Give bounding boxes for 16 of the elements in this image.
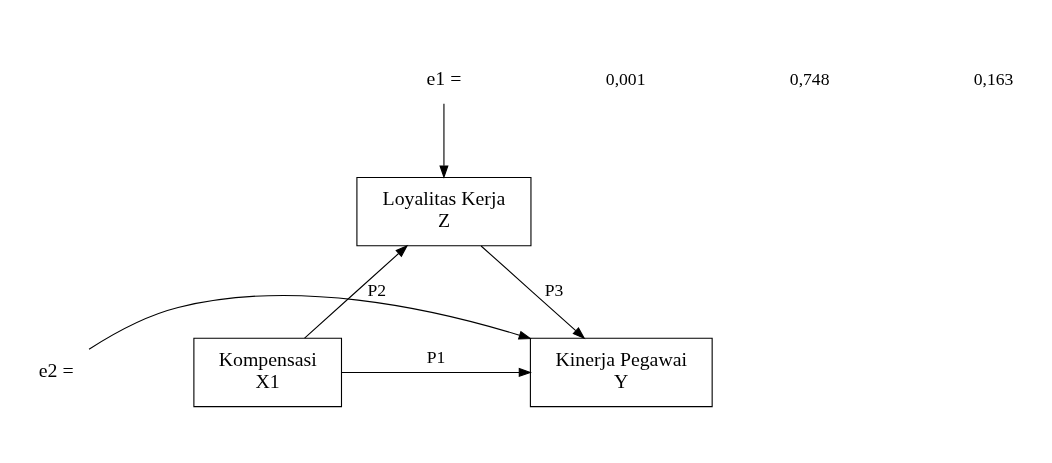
node-text: e1 = [426, 66, 462, 89]
node-box: Kinerja Pegawai Y [529, 337, 713, 407]
arrow [88, 294, 532, 350]
node-text: e2 = [38, 358, 74, 381]
label: 0,001 [605, 68, 646, 89]
edge-label: P1 [426, 346, 446, 367]
arrow [304, 244, 409, 339]
label: 0,748 [789, 68, 830, 89]
arrow [341, 367, 532, 377]
arrow [439, 102, 449, 179]
label: 0,163 [973, 68, 1014, 89]
node-box: Kompensasi X1 [193, 337, 343, 407]
node-box: Loyalitas Kerja Z [356, 176, 532, 246]
arrow [480, 244, 586, 339]
edge-label: P2 [367, 279, 387, 300]
edge-label: P3 [544, 279, 564, 300]
